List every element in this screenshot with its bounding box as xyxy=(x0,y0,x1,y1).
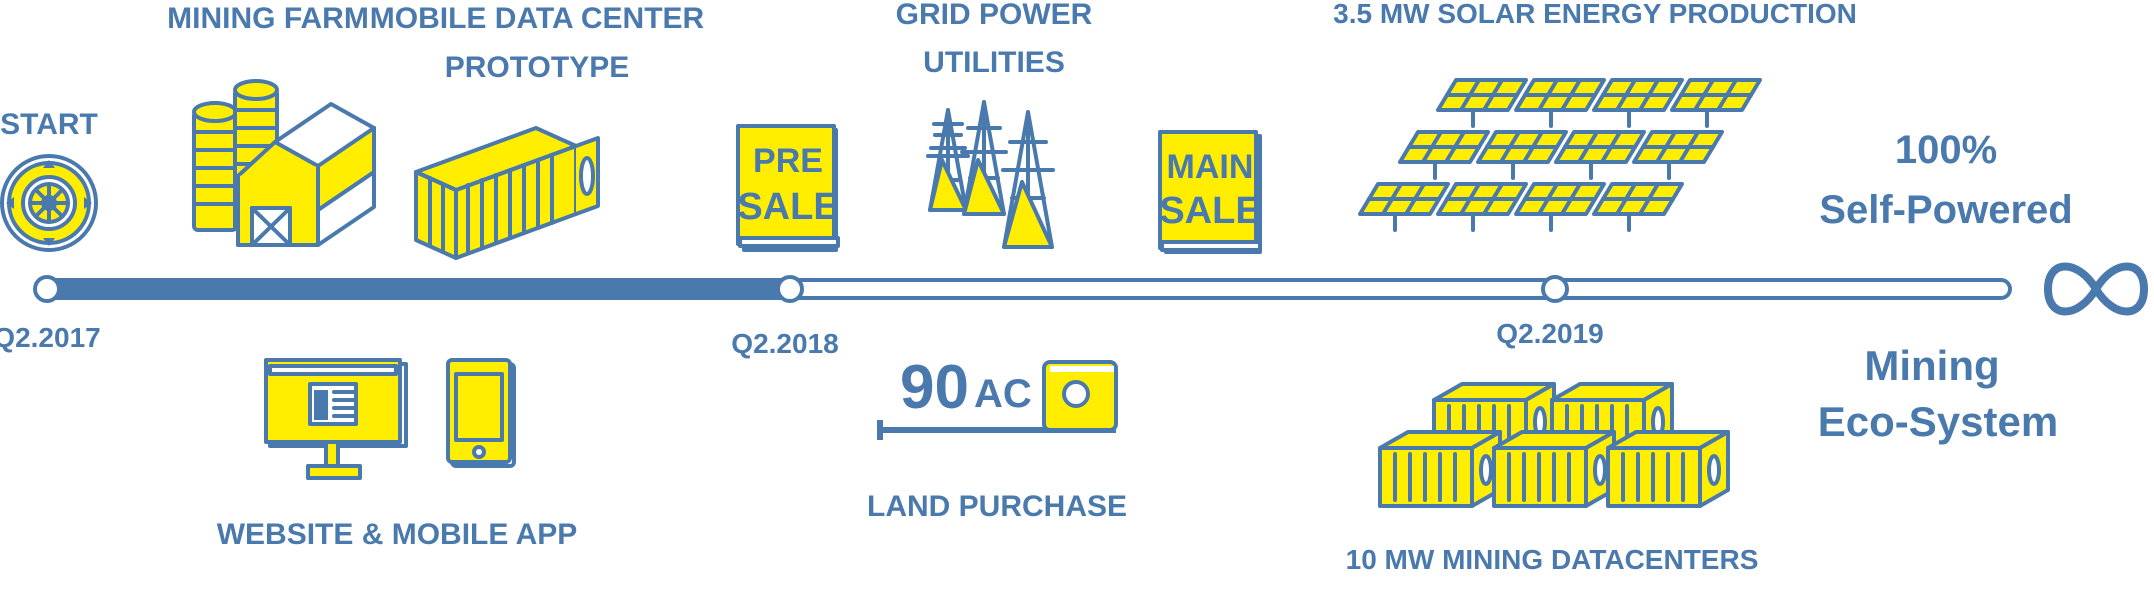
solar-panel xyxy=(1358,182,1450,232)
label-self-powered-text: Self-Powered xyxy=(1819,188,2073,232)
power-tower-icon xyxy=(926,100,1055,249)
timeline-node-2018 xyxy=(776,275,804,303)
mainsale-bottom-text: SALE xyxy=(1159,190,1261,232)
presale-sign-icon xyxy=(736,124,840,252)
presale-top-text: PRE xyxy=(753,142,823,180)
presale-bottom-text: SALE xyxy=(737,186,839,228)
mainsale-top-text: MAIN xyxy=(1166,148,1254,186)
label-website-app: WEBSITE & MOBILE APP xyxy=(216,518,578,551)
mainsale-sign-icon xyxy=(1158,130,1262,254)
solar-panel xyxy=(1514,78,1606,128)
label-ecosystem-line2: Eco-System xyxy=(1817,398,2059,445)
tape-reel-icon xyxy=(0,154,98,252)
datacenter-container xyxy=(1492,430,1616,508)
datacenter-container xyxy=(1606,430,1730,508)
timeline-label-2018: Q2.2018 xyxy=(731,328,839,359)
timeline-node-2017 xyxy=(33,275,61,303)
label-grid-line1: GRID POWER xyxy=(895,0,1093,31)
timeline-label-2019: Q2.2019 xyxy=(1496,318,1604,349)
solar-panel xyxy=(1476,130,1568,180)
solar-panel xyxy=(1436,182,1528,232)
solar-panel xyxy=(1398,130,1490,180)
timeline-progress xyxy=(46,279,790,299)
solar-panel xyxy=(1632,130,1724,180)
solar-panel xyxy=(1514,182,1606,232)
label-mining-farm: MINING FARM xyxy=(167,2,369,35)
label-datacenters: 10 MW MINING DATACENTERS xyxy=(1345,544,1759,575)
solar-panel xyxy=(1554,130,1646,180)
label-land-purchase: LAND PURCHASE xyxy=(866,490,1128,523)
solar-panels-icon xyxy=(1358,78,1762,232)
container-icon xyxy=(414,126,600,260)
infinity-icon xyxy=(2043,262,2149,316)
solar-panel xyxy=(1592,78,1684,128)
container-stack-icon xyxy=(1378,382,1730,508)
solar-panel xyxy=(1592,182,1684,232)
label-mobile-dc-line2: PROTOTYPE xyxy=(444,51,630,84)
timeline-label-2017: Q2.2017 xyxy=(0,322,101,353)
silo-barn-icon xyxy=(192,79,376,247)
datacenter-container xyxy=(1378,430,1502,508)
monitor-icon xyxy=(264,358,408,480)
phone-icon xyxy=(446,358,516,468)
label-mobile-dc-line1: MOBILE DATA CENTER xyxy=(369,2,705,35)
label-ecosystem-line1: Mining xyxy=(1864,342,2000,389)
solar-panel xyxy=(1670,78,1762,128)
land-value: 90 xyxy=(900,353,969,422)
label-solar: 3.5 MW SOLAR ENERGY PRODUCTION xyxy=(1333,0,1857,29)
label-self-powered-pct: 100% xyxy=(1894,128,1998,172)
land-marker-icon xyxy=(877,360,1118,440)
solar-panel xyxy=(1436,78,1528,128)
label-start: START xyxy=(0,108,98,141)
label-grid-line2: UTILITIES xyxy=(923,46,1065,79)
land-unit: AC xyxy=(974,372,1032,416)
timeline-node-2019 xyxy=(1541,275,1569,303)
timeline xyxy=(33,275,2012,303)
